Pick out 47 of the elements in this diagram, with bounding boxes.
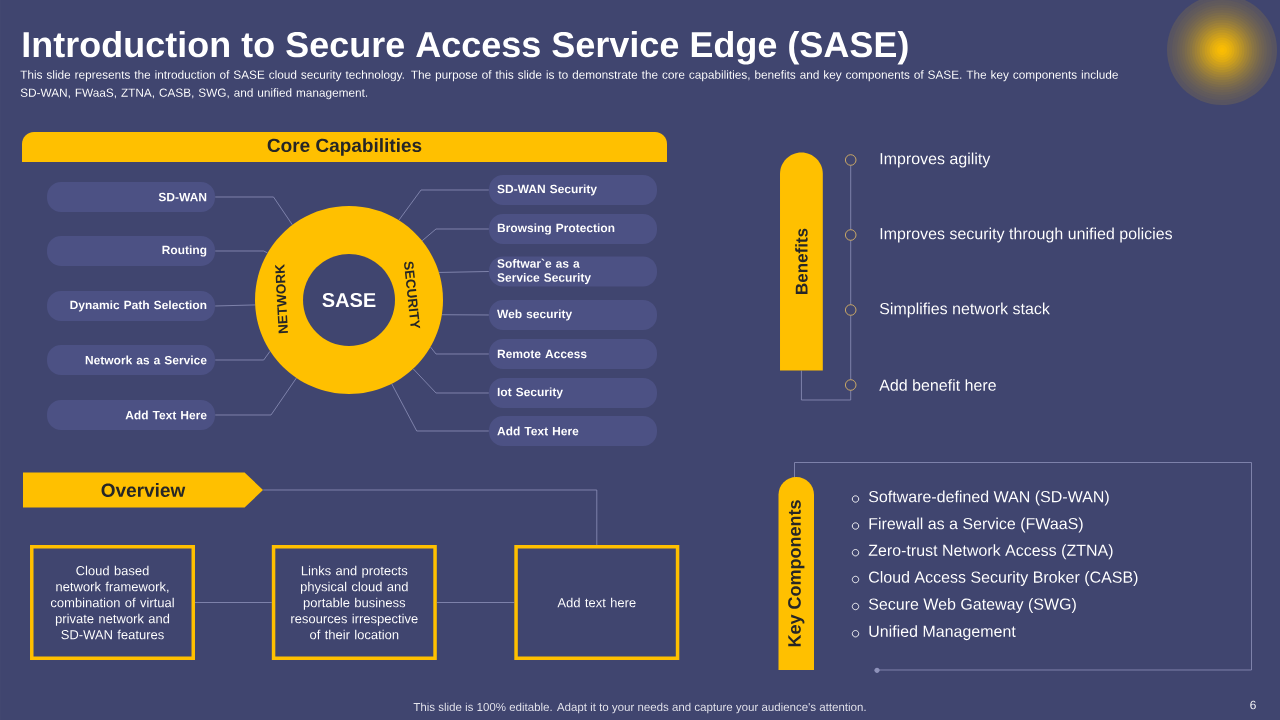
- capability-pill: Web security: [489, 300, 657, 330]
- connector-line: [194, 602, 273, 603]
- component-text: Secure Web Gateway (SWG): [868, 598, 1076, 613]
- connector-line: [262, 489, 598, 546]
- capability-pill: SD-WAN Security: [489, 175, 657, 205]
- benefit-text: Improves agility: [880, 152, 991, 168]
- connector-line: [214, 377, 297, 416]
- side-tab: Key Components: [778, 477, 814, 670]
- connector-line: [214, 304, 256, 307]
- connector-line: [441, 314, 490, 316]
- connector-line: [438, 271, 490, 273]
- component-text: Unified Management: [869, 625, 1016, 641]
- title: Introduction to Secure Access Service Edge (SASE): [23, 30, 908, 65]
- component-text: Cloud Access Security Broker (CASB): [869, 571, 1138, 586]
- capability-pill: Browsing Protection: [489, 214, 657, 244]
- text-box: Cloud based network framework, combination of virtual private network and SD-WAN features: [30, 545, 195, 660]
- connector-line: [398, 189, 490, 221]
- connector-line: [430, 346, 490, 355]
- arrow-banner: Overview: [23, 472, 263, 508]
- capability-pill: SD-WAN: [47, 182, 215, 212]
- text-box: Links and protects physical cloud and portable business resources irrespective of their location: [271, 545, 437, 660]
- description: This slide represents the introduction of SASE cloud security technology. The purpose of this slide is to demonstrate the core capabilities, benefits and key components of SASE. The key components include SD-WAN, FWaaS, ZTNA, CASB, SWG, and unified management.: [20, 70, 1118, 100]
- header-band: Core Capabilities: [22, 132, 667, 162]
- component-text: Firewall as a Service (FWaaS): [869, 517, 1083, 533]
- capability-pill: Routing: [47, 236, 215, 266]
- footer-note: This slide is 100% editable. Adapt it to your needs and capture your audience's attention.: [413, 702, 866, 714]
- component-text: Software-defined WAN (SD-WAN): [868, 490, 1109, 506]
- benefit-text: Simplifies network stack: [879, 302, 1050, 318]
- connector-line: [214, 196, 293, 226]
- component-text: Zero-trust Network Access (ZTNA): [868, 544, 1113, 560]
- capability-pill: Add Text Here: [47, 400, 215, 430]
- benefit-text: Add benefit here: [879, 379, 996, 391]
- page-number: 6: [1250, 700, 1256, 710]
- side-tab: Benefits: [780, 152, 823, 371]
- benefit-text: Improves security through unified policies: [880, 227, 1173, 243]
- connector-line: [436, 602, 515, 603]
- capability-pill: Dynamic Path Selection: [47, 291, 215, 321]
- text-box: Add text here: [514, 545, 680, 660]
- capability-pill: Remote Access: [489, 339, 657, 369]
- connector-line: [412, 368, 490, 394]
- connector-line: [214, 250, 268, 254]
- capability-pill: Network as a Service: [47, 345, 215, 375]
- capability-pill: Softwar`e as a Service Security: [489, 256, 657, 287]
- connector-line: [214, 350, 271, 361]
- connector-line: [421, 228, 490, 242]
- connector-line: [391, 383, 490, 432]
- capability-pill: Iot Security: [489, 378, 657, 408]
